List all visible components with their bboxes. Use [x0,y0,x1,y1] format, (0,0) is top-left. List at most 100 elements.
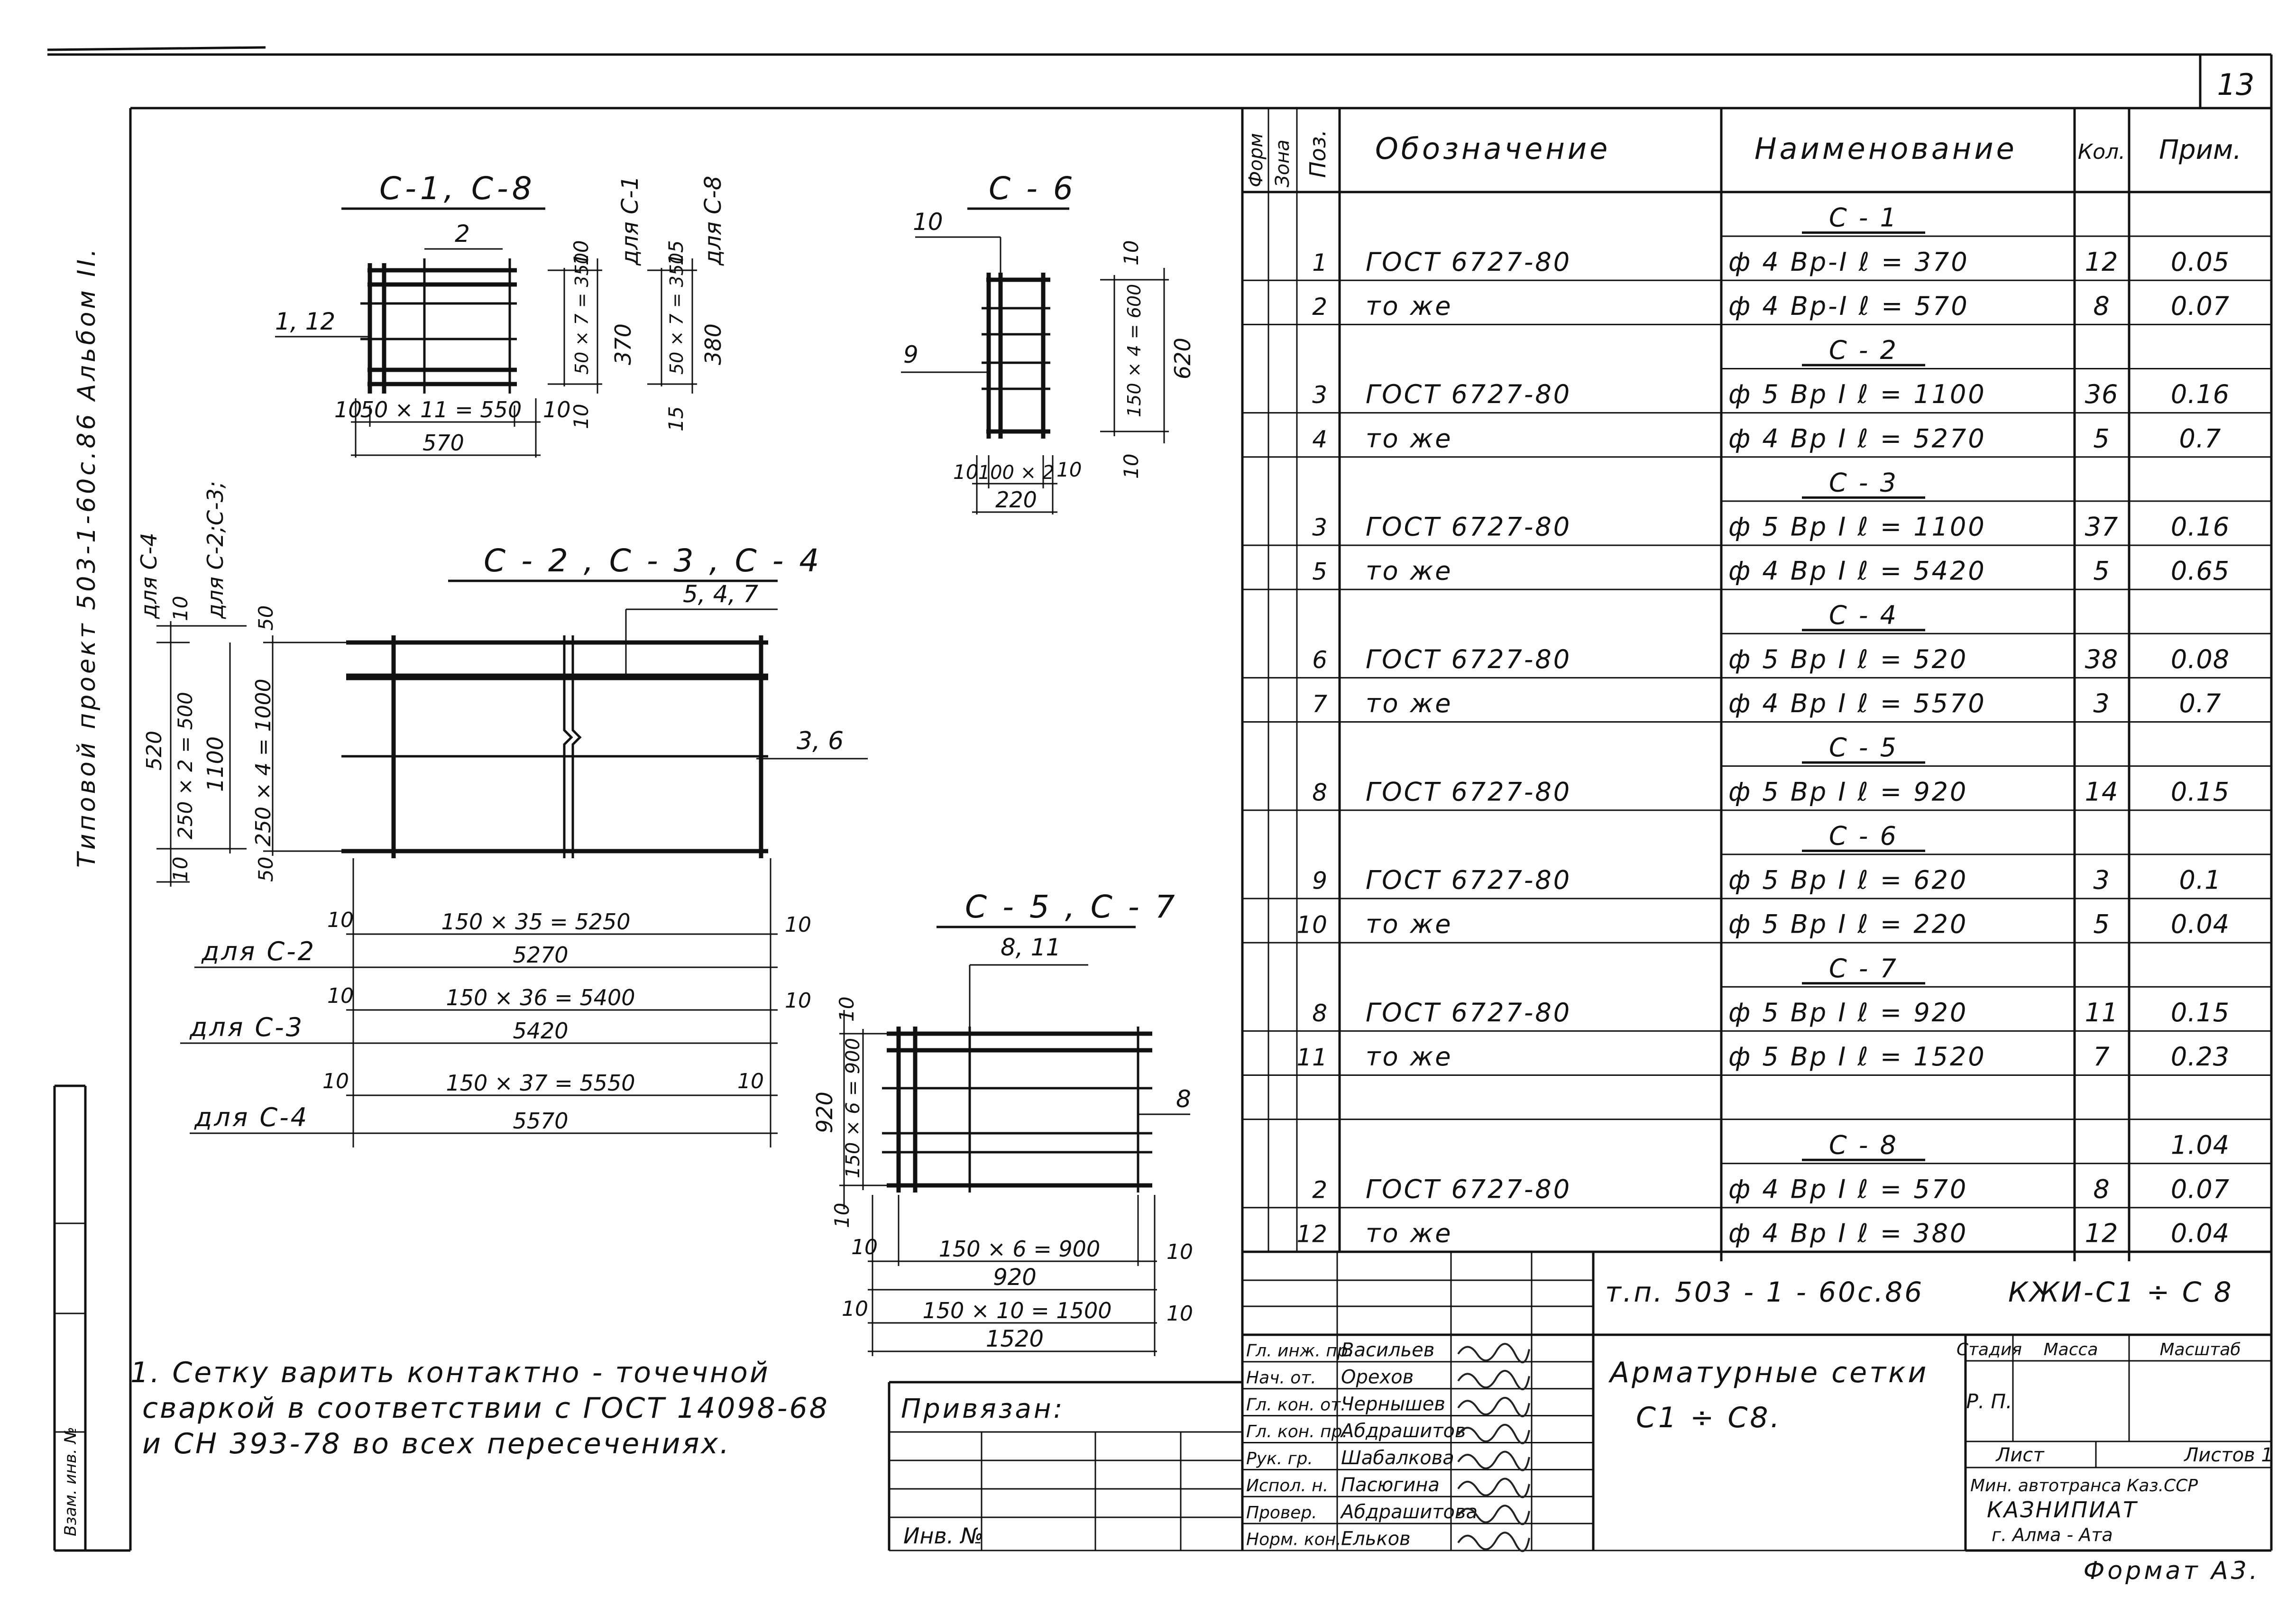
spec-cell-designation: ГОСТ 6727-80 [1366,865,1571,895]
c7-d10-a: 10 [842,1297,868,1321]
c4-d150x37: 150 × 37 = 5550 [446,1070,635,1096]
c4-for-label: для С-4 [136,533,162,619]
c4-v-10-top: 10 [169,596,192,621]
handwritten-signature [1457,1505,1530,1525]
signature-role: Норм. кон. [1246,1530,1341,1550]
c1-dim-10-right: 10 [543,397,571,422]
stage-value: Р. П. [1966,1390,2012,1413]
c7-d150x10: 150 × 10 = 1500 [923,1298,1112,1323]
mass-label: Масса [2044,1340,2098,1359]
spec-table-header: Форм Зона Поз. Обозначение Наименование … [1245,129,2241,187]
organization-line-2: КАЗНИПИАТ [1987,1497,2138,1523]
spec-cell-qty: 3 [2093,865,2110,895]
c6-dim-620: 620 [1170,338,1195,379]
signature-role: Гл. кон. от. [1246,1395,1346,1414]
c6-title: С - 6 [989,170,1076,207]
spec-group-title: С - 7 [1829,954,1898,983]
spec-cell-note: 0.04 [2171,909,2230,939]
c2-d10-a: 10 [327,908,354,932]
c1-dim-570: 570 [422,430,464,456]
spec-cell-pos: 12 [1296,1220,1328,1248]
signature-name: Абдрашитов [1340,1420,1466,1442]
c6-dim-220: 220 [995,487,1037,513]
spec-group-title: С - 8 [1829,1130,1898,1160]
spec-cell-note: 0.65 [2171,556,2230,586]
signature-name: Пасюгина [1341,1474,1440,1496]
spec-cell-note: 0.16 [2171,512,2230,542]
spec-cell-pos: 5 [1312,558,1328,586]
signature-row: Норм. кон.Ельков [1246,1528,1530,1552]
spec-cell-qty: 38 [2085,644,2119,674]
c3-d5420: 5420 [513,1018,568,1044]
c1-dim-10-left: 10 [334,397,362,422]
c7-d10-b: 10 [1166,1302,1193,1326]
spec-cell-designation: то же [1366,291,1453,321]
c5-leader-811: 8, 11 [1001,934,1061,961]
c6-dim-150x4: 150 × 4 = 600 [1124,284,1145,417]
c2-d150x35: 150 × 35 = 5250 [441,909,631,935]
spec-group-heading-row: С - 7 [1802,954,1925,985]
spec-group-heading-row: С - 5 [1802,733,1925,764]
header-name: Наименование [1754,131,2017,166]
c1-dim-50x11: 50 × 11 = 550 [360,397,522,422]
spec-cell-pos: 3 [1312,514,1328,541]
c5-v-10-bottom: 10 [830,1203,854,1228]
drawing-c5-c7: С - 5 , С - 7 8, 11 8 10 150 × 6 = 900 9… [812,889,1193,1356]
general-note: 1. Сетку варить контактно - точечной сва… [130,1356,827,1460]
signature-row: Гл. кон. от.Чернышев [1246,1393,1530,1417]
spec-group-heading-row: С - 4 [1802,600,1925,632]
c8-for-label: для С-8 [700,176,726,266]
c5-d150x6: 150 × 6 = 900 [939,1236,1100,1262]
c2-v-1100: 1100 [202,736,228,792]
signature-name: Васильев [1341,1340,1434,1361]
spec-group-title: С - 3 [1829,468,1898,497]
c7-d1520: 1520 [986,1326,1044,1352]
spec-cell-name: ф 4 Вр I ℓ = 570 [1728,1174,1968,1204]
binding-block [888,1381,1242,1551]
c3-d10-b: 10 [785,989,811,1013]
spec-cell-note: 0.1 [2179,865,2222,895]
c6-dim-100x2: 100 × 2 [978,462,1055,484]
spec-cell-pos: 7 [1312,690,1328,718]
spec-cell-name: ф 4 Вр-I ℓ = 570 [1728,291,1969,321]
spec-cell-name: ф 5 Вр I ℓ = 1100 [1728,512,1986,542]
spec-cell-pos: 11 [1296,1044,1328,1071]
format-label: Формат А3. [2084,1557,2260,1585]
binding-label: Привязан: [901,1394,1065,1424]
spec-cell-designation: то же [1366,909,1453,939]
spec-cell-designation: ГОСТ 6727-80 [1366,1174,1571,1204]
spec-cell-note: 0.05 [2171,247,2230,277]
drawing-c1-c8: С-1, С-8 2 1, 12 10 50 × 11 = 550 10 570… [275,170,726,458]
c2-v-50-bottom: 50 [254,857,277,882]
spec-cell-name: ф 5 Вр I ℓ = 220 [1728,909,1968,939]
spec-cell-designation: то же [1366,1042,1453,1072]
stage-label: Стадия [1956,1340,2022,1359]
spec-cell-designation: ГОСТ 6727-80 [1366,998,1571,1028]
spec-cell-note: 0.7 [2179,423,2222,453]
header-format: Форм [1245,133,1267,187]
c5-v-10-top: 10 [835,997,858,1022]
spec-cell-qty: 5 [2093,556,2110,586]
side-project-label: Типовой проект 503-1-60с.86 Альбом II. [73,246,101,868]
spec-cell-note: 1.04 [2171,1130,2230,1160]
c4-v-520: 520 [142,731,166,771]
inventory-number-label: Инв. № [903,1523,983,1549]
spec-cell-pos: 2 [1312,293,1328,321]
spec-group-heading-row: С - 3 [1802,468,1925,499]
spec-cell-designation: то же [1366,423,1453,453]
specification-table [1241,108,2271,1261]
spec-cell-note: 0.04 [2171,1219,2230,1248]
spec-cell-pos: 8 [1312,1000,1328,1027]
spec-cell-qty: 3 [2093,688,2110,718]
signature-role: Рук. гр. [1246,1449,1313,1468]
spec-group-title: С - 6 [1829,821,1898,851]
c5-d10-a: 10 [851,1235,878,1259]
